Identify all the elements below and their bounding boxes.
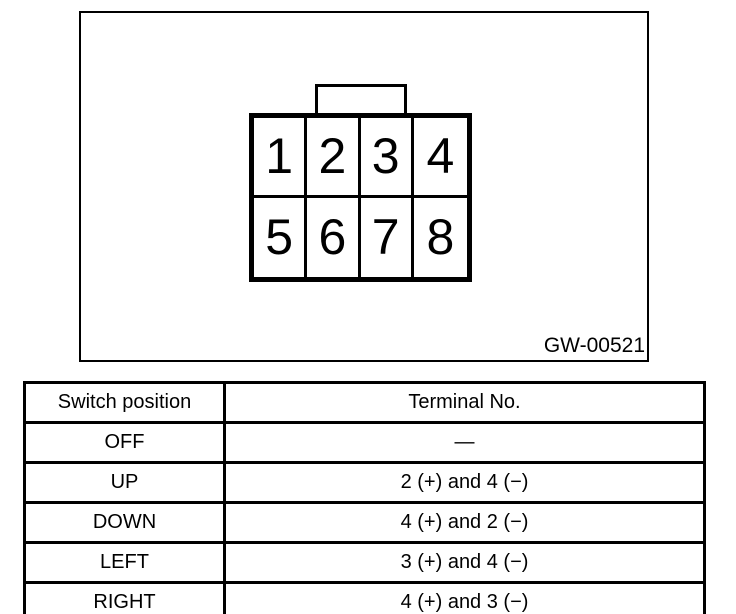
pin-cell-5: 5	[254, 197, 308, 277]
pin-cell-6: 6	[307, 197, 361, 277]
terminal-no-cell: 4 (+) and 2 (−)	[223, 501, 706, 544]
table-header-row: Switch position Terminal No.	[23, 381, 706, 424]
switch-position-cell: LEFT	[23, 541, 226, 584]
terminal-no-cell: 3 (+) and 4 (−)	[223, 541, 706, 584]
switch-position-cell: RIGHT	[23, 581, 226, 614]
pin-cell-3: 3	[360, 118, 414, 198]
connector-keying-tab	[315, 84, 407, 116]
pin-cell-1: 1	[254, 118, 308, 198]
pin-cell-4: 4	[413, 118, 467, 198]
terminal-no-cell: 2 (+) and 4 (−)	[223, 461, 706, 504]
terminal-no-cell: —	[223, 421, 706, 464]
pin-cell-8: 8	[426, 209, 455, 266]
switch-position-header: Switch position	[23, 381, 226, 424]
switch-position-cell: UP	[23, 461, 226, 504]
figure-code-label: GW-00521	[543, 334, 645, 357]
table-row: OFF—	[23, 421, 706, 464]
pin-cell-2: 2	[307, 118, 361, 198]
switch-position-cell: OFF	[23, 421, 226, 464]
pin-cell-7: 7	[361, 197, 414, 277]
terminal-no-cell: 4 (+) and 3 (−)	[223, 581, 706, 614]
switch-position-cell: DOWN	[23, 501, 226, 544]
terminal-no-header: Terminal No.	[223, 381, 706, 424]
